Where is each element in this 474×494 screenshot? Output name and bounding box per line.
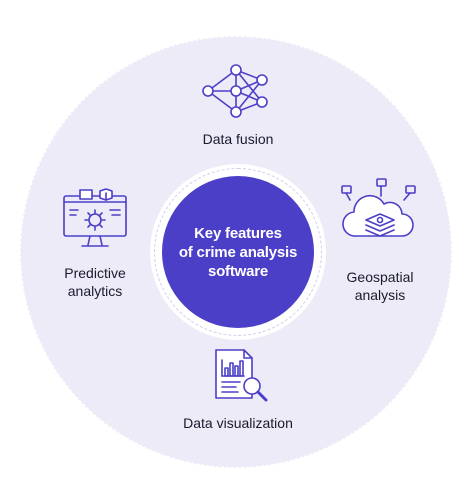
geospatial-label-line-1: Geospatial xyxy=(346,269,414,285)
neural-network-icon xyxy=(200,62,272,120)
data-fusion-label-text: Data fusion xyxy=(202,131,274,147)
center-title-line-1: Key features xyxy=(194,224,282,242)
predictive-analytics-label: Predictive analytics xyxy=(40,264,150,300)
center-circle: Key features of crime analysis software xyxy=(162,176,314,328)
geospatial-label-line-2: analysis xyxy=(354,287,406,303)
predictive-label-line-2: analytics xyxy=(67,283,123,299)
inner-dashed-ring xyxy=(154,168,322,336)
center-title-line-3: software xyxy=(207,262,269,280)
predictive-label-line-1: Predictive xyxy=(64,265,126,281)
monitor-gear-icon xyxy=(60,188,132,252)
geospatial-analysis-label: Geospatial analysis xyxy=(330,268,430,304)
center-title: Key features of crime analysis software xyxy=(168,224,308,281)
data-fusion-label: Data fusion xyxy=(188,130,288,148)
report-magnifier-icon xyxy=(208,346,274,406)
data-visualization-label-text: Data visualization xyxy=(183,415,293,431)
center-title-line-2: of crime analysis xyxy=(178,243,298,261)
data-visualization-label: Data visualization xyxy=(170,414,306,432)
cloud-map-icon xyxy=(336,176,422,248)
